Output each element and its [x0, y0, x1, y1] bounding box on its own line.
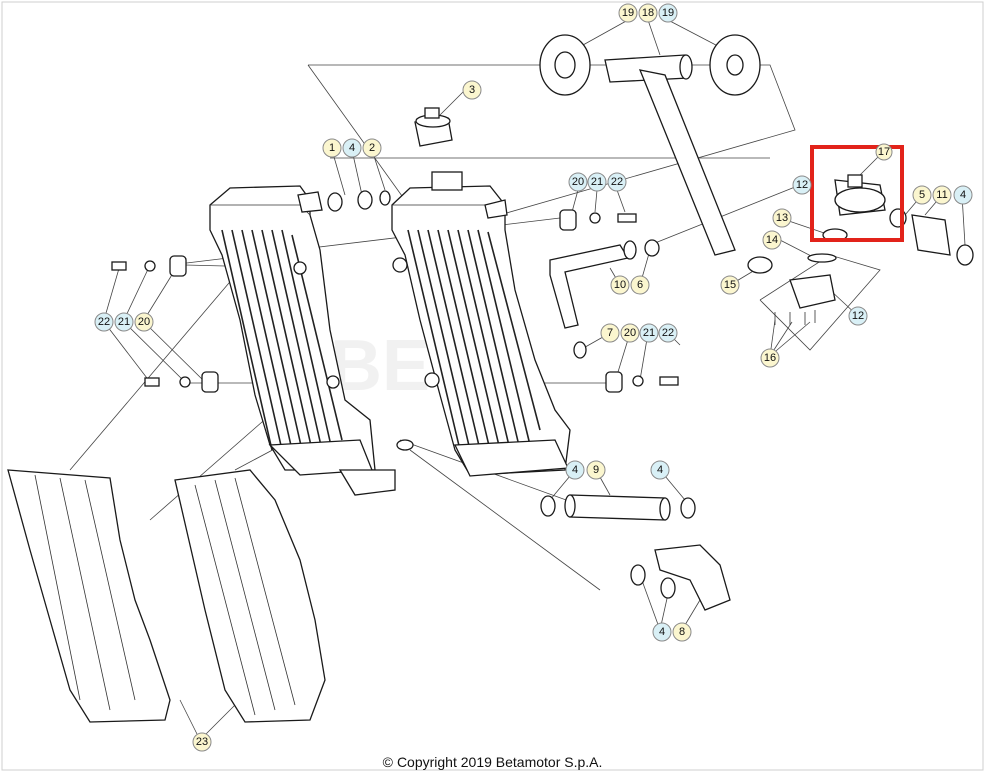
- svg-text:2: 2: [369, 142, 375, 154]
- callout-7: 7: [600, 323, 620, 343]
- svg-text:21: 21: [591, 176, 603, 188]
- svg-text:12: 12: [852, 310, 864, 322]
- callout-3: 3: [462, 80, 482, 100]
- callout-17: 17: [875, 143, 893, 161]
- svg-text:1: 1: [329, 142, 335, 154]
- callout-13: 13: [772, 208, 792, 228]
- thermostat-assembly: [747, 174, 974, 325]
- svg-text:10: 10: [614, 279, 626, 291]
- callout-19: 19: [658, 3, 678, 23]
- left-radiator: [209, 185, 376, 476]
- callout-11: 11: [932, 185, 952, 205]
- svg-text:19: 19: [622, 7, 634, 19]
- svg-text:23: 23: [196, 736, 208, 748]
- svg-text:11: 11: [936, 189, 947, 201]
- copyright-symbol: ©: [382, 754, 393, 770]
- callout-12: 12: [792, 175, 812, 195]
- callout-19: 19: [618, 3, 638, 23]
- svg-text:3: 3: [469, 84, 475, 96]
- svg-text:5: 5: [919, 189, 925, 201]
- svg-text:22: 22: [611, 176, 623, 188]
- mounting-hardware: [111, 209, 679, 393]
- svg-text:20: 20: [138, 316, 150, 328]
- svg-text:14: 14: [766, 234, 778, 246]
- callouts: 19 18 19 3 1 4 2 20 21 22 12 17 5 11 4 1…: [94, 3, 973, 752]
- callout-15: 15: [720, 275, 740, 295]
- svg-text:4: 4: [657, 464, 663, 476]
- highlight-box: [810, 145, 904, 242]
- svg-text:4: 4: [572, 464, 578, 476]
- svg-text:13: 13: [776, 212, 788, 224]
- callout-4: 4: [953, 185, 973, 205]
- callout-4: 4: [342, 138, 362, 158]
- callout-22: 22: [94, 312, 114, 332]
- radiator-cap: [414, 107, 453, 147]
- callout-1: 1: [322, 138, 342, 158]
- callout-5: 5: [912, 185, 932, 205]
- hose-10: [549, 240, 637, 329]
- copyright-text: Copyright 2019 Betamotor S.p.A.: [396, 754, 603, 770]
- callout-21: 21: [114, 312, 134, 332]
- callout-12: 12: [848, 306, 868, 326]
- callout-4: 4: [650, 460, 670, 480]
- callout-14: 14: [762, 230, 782, 250]
- svg-text:12: 12: [796, 179, 808, 191]
- svg-text:21: 21: [643, 327, 655, 339]
- svg-text:20: 20: [624, 327, 636, 339]
- svg-text:21: 21: [118, 316, 130, 328]
- right-radiator: [391, 171, 571, 477]
- callout-10: 10: [610, 275, 630, 295]
- svg-text:4: 4: [349, 142, 355, 154]
- callout-2: 2: [362, 138, 382, 158]
- callout-21: 21: [639, 323, 659, 343]
- callout-20: 20: [568, 172, 588, 192]
- callout-18: 18: [638, 3, 658, 23]
- callout-22: 22: [607, 172, 627, 192]
- svg-text:9: 9: [593, 464, 599, 476]
- callout-9: 9: [586, 460, 606, 480]
- callout-21: 21: [587, 172, 607, 192]
- svg-text:17: 17: [878, 146, 890, 158]
- svg-text:7: 7: [607, 327, 613, 339]
- copyright-notice: ©Copyright 2019 Betamotor S.p.A.: [0, 754, 985, 770]
- callout-16: 16: [760, 348, 780, 368]
- svg-text:4: 4: [659, 626, 665, 638]
- svg-text:22: 22: [98, 316, 110, 328]
- svg-text:19: 19: [662, 7, 674, 19]
- hose-8: [630, 544, 731, 611]
- svg-text:8: 8: [679, 626, 685, 638]
- callout-4: 4: [565, 460, 585, 480]
- callout-22: 22: [658, 323, 678, 343]
- svg-text:4: 4: [960, 189, 966, 201]
- svg-text:20: 20: [572, 176, 584, 188]
- top-clamps: [327, 190, 391, 212]
- breather-assembly: [539, 34, 761, 256]
- crossover-tube: [338, 439, 414, 496]
- callout-23: 23: [192, 732, 212, 752]
- svg-text:6: 6: [637, 279, 643, 291]
- callout-8: 8: [672, 622, 692, 642]
- callout-4: 4: [652, 622, 672, 642]
- svg-text:16: 16: [764, 352, 776, 364]
- callout-20: 20: [134, 312, 154, 332]
- callout-6: 6: [630, 275, 650, 295]
- svg-text:22: 22: [662, 327, 674, 339]
- svg-text:18: 18: [642, 7, 654, 19]
- radiator-guard-right: [174, 469, 326, 723]
- hose-9: [540, 494, 696, 521]
- callout-20: 20: [620, 323, 640, 343]
- svg-text:15: 15: [724, 279, 736, 291]
- radiator-guard-left: [7, 469, 171, 723]
